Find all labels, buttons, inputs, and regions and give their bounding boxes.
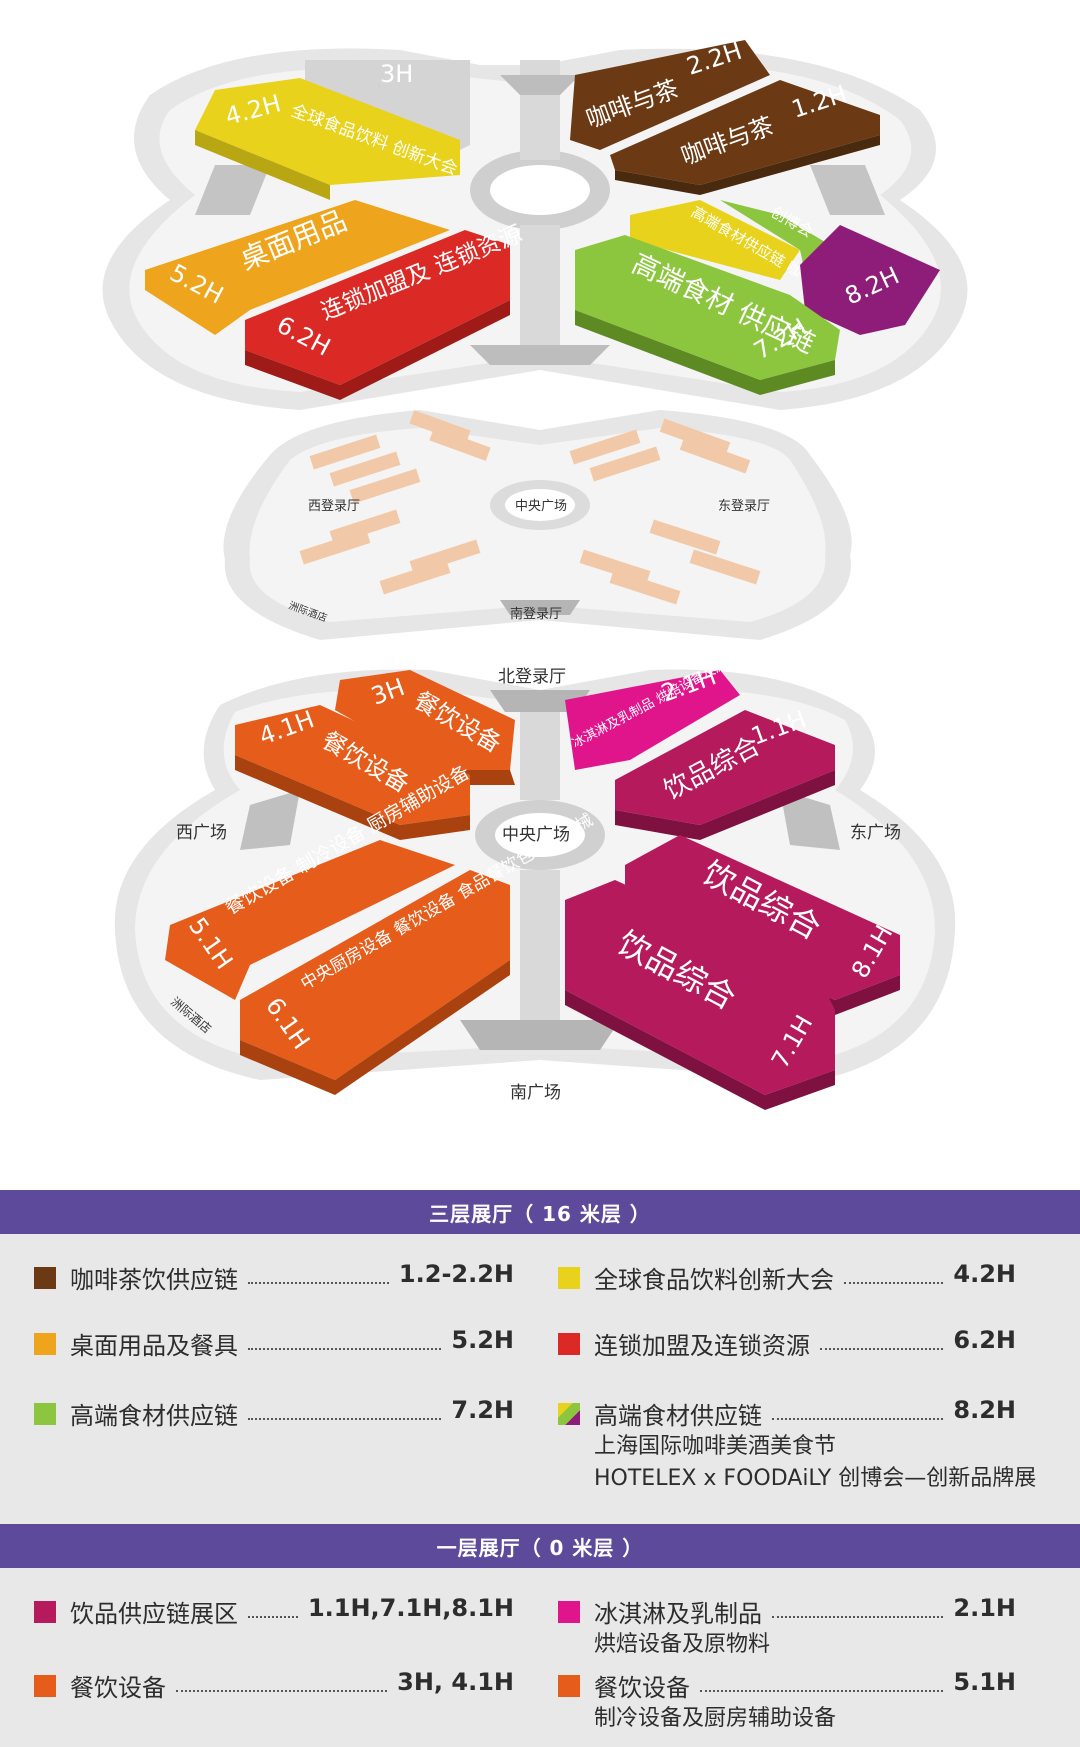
legend-item-value: 3H, 4.1H bbox=[397, 1668, 514, 1696]
east-plaza-label: 东广场 bbox=[850, 823, 901, 843]
legend-item-value: 8.2H bbox=[953, 1396, 1016, 1424]
hall-3h-upper-code: 3H bbox=[380, 60, 413, 88]
legend-upper-item-5: 高端食材供应链 8.2H 上海国际咖啡美酒美食节 HOTELEX x FOODA… bbox=[558, 1396, 1036, 1495]
legend-swatch bbox=[34, 1267, 56, 1289]
hall-1-2h bbox=[610, 80, 880, 185]
legend-leader-dots bbox=[248, 1594, 298, 1618]
legend-upper-item-4: 高端食材供应链 7.2H bbox=[34, 1396, 514, 1431]
expo-floor-map: 3H 4.2H 全球食品饮料 创新大会 2.2H 咖啡与茶 1.2H 咖啡与茶 … bbox=[102, 37, 968, 1110]
hall-7-1h bbox=[565, 880, 835, 1095]
south-login-hall-label: 南登录厅 bbox=[510, 606, 562, 622]
legend-upper-item-2: 桌面用品及餐具 5.2H bbox=[34, 1326, 514, 1361]
legend-upper-floor: 三层展厅（ 16 米层 ） 咖啡茶饮供应链 1.2-2.2H 全球食品饮料创新大… bbox=[0, 1190, 1080, 1524]
legend-upper-item-3: 连锁加盟及连锁资源 6.2H bbox=[558, 1326, 1016, 1361]
legend-item-label: 高端食材供应链 bbox=[594, 1402, 762, 1430]
hall-8-2h bbox=[800, 225, 940, 335]
hall-4-1h bbox=[235, 705, 470, 825]
legend-leader-dots bbox=[700, 1668, 944, 1692]
legend-lower-item-1: 冰淇淋及乳制品 2.1H 烘焙设备及原物料 bbox=[558, 1594, 1016, 1661]
legend-swatch-split bbox=[558, 1403, 580, 1425]
hall-4-2h bbox=[195, 78, 460, 185]
legend-swatch bbox=[34, 1601, 56, 1623]
upper-level-map: 3H 4.2H 全球食品饮料 创新大会 2.2H 咖啡与茶 1.2H 咖啡与茶 … bbox=[102, 37, 968, 410]
legend-lower-title: 一层展厅（ 0 米层 ） bbox=[0, 1524, 1080, 1568]
legend-swatch bbox=[558, 1267, 580, 1289]
legend-leader-dots bbox=[772, 1594, 944, 1618]
legend-leader-dots bbox=[844, 1260, 944, 1284]
legend-extra-line: 制冷设备及厨房辅助设备 bbox=[594, 1706, 837, 1731]
hall-2-2h bbox=[570, 40, 770, 150]
legend-item-label: 冰淇淋及乳制品 bbox=[594, 1600, 762, 1628]
legend-leader-dots bbox=[248, 1260, 389, 1284]
hall-3h-lower bbox=[335, 670, 515, 770]
legend-lower-item-0: 饮品供应链展区 1.1H,7.1H,8.1H bbox=[34, 1594, 514, 1629]
legend-item-label: 咖啡茶饮供应链 bbox=[70, 1266, 238, 1294]
hall-8-2h-band-green bbox=[720, 200, 830, 295]
legend-swatch bbox=[558, 1333, 580, 1355]
hall-8-1h bbox=[625, 835, 900, 1000]
middle-level-map: 西登录厅 中央广场 东登录厅 南登录厅 洲际酒店 bbox=[223, 410, 852, 640]
legend-extra-line: 上海国际咖啡美酒美食节 bbox=[594, 1434, 837, 1459]
legend-upper-item-0: 咖啡茶饮供应链 1.2-2.2H bbox=[34, 1260, 514, 1295]
hall-3h-upper bbox=[305, 60, 470, 150]
hall-5-2h bbox=[145, 200, 450, 335]
legend-item-value: 1.1H,7.1H,8.1H bbox=[307, 1594, 514, 1622]
legend-item-label: 餐饮设备 bbox=[70, 1674, 166, 1702]
hall-2-1h bbox=[565, 670, 740, 770]
legend-item-value: 7.2H bbox=[451, 1396, 514, 1424]
lower-level-map: 3H 餐饮设备 4.1H 餐饮设备 2.1H 冰淇淋及乳制品 烘焙设备及原物料 … bbox=[114, 644, 956, 1110]
legend-lower-floor: 一层展厅（ 0 米层 ） 饮品供应链展区 1.1H,7.1H,8.1H 冰淇淋及… bbox=[0, 1524, 1080, 1747]
legend-leader-dots bbox=[248, 1326, 442, 1350]
legend-item-value: 2.1H bbox=[953, 1594, 1016, 1622]
legend-leader-dots bbox=[772, 1396, 944, 1420]
legend-upper-title: 三层展厅（ 16 米层 ） bbox=[0, 1190, 1080, 1234]
hall-8-2h-band-yellow bbox=[630, 200, 800, 280]
central-plaza-middle-label: 中央广场 bbox=[515, 499, 567, 514]
legend-upper-item-1: 全球食品饮料创新大会 4.2H bbox=[558, 1260, 1016, 1295]
legend-item-label: 连锁加盟及连锁资源 bbox=[594, 1332, 810, 1360]
south-plaza-label: 南广场 bbox=[510, 1083, 561, 1103]
west-plaza-label: 西广场 bbox=[176, 823, 227, 843]
hall-5-1h bbox=[165, 840, 455, 1000]
legend-item-label: 餐饮设备 bbox=[594, 1674, 690, 1702]
legend-swatch bbox=[34, 1333, 56, 1355]
legend-item-label: 高端食材供应链 bbox=[70, 1402, 238, 1430]
north-login-hall-label: 北登录厅 bbox=[498, 667, 566, 687]
legend-lower-item-2: 餐饮设备 3H, 4.1H bbox=[34, 1668, 514, 1703]
legend-extra-line: HOTELEX x FOODAiLY 创博会—创新品牌展 bbox=[594, 1466, 1037, 1491]
legend-leader-dots bbox=[820, 1326, 944, 1350]
legend-item-value: 6.2H bbox=[953, 1326, 1016, 1354]
legend-leader-dots bbox=[176, 1668, 388, 1692]
hall-7-2h bbox=[575, 235, 840, 380]
central-plaza-lower-label: 中央广场 bbox=[502, 825, 570, 845]
legend-item-label: 全球食品饮料创新大会 bbox=[594, 1266, 834, 1294]
legend-swatch bbox=[558, 1601, 580, 1623]
legend-leader-dots bbox=[248, 1396, 442, 1420]
legend-lower-item-3: 餐饮设备 5.1H 制冷设备及厨房辅助设备 bbox=[558, 1668, 1016, 1735]
hall-6-2h bbox=[245, 230, 510, 385]
east-login-hall-upper-label: 东登录厅 bbox=[718, 499, 770, 514]
west-login-hall-upper-label: 西登录厅 bbox=[308, 499, 360, 514]
legend-item-value: 4.2H bbox=[953, 1260, 1016, 1288]
legend-swatch bbox=[558, 1675, 580, 1697]
legend-swatch bbox=[34, 1403, 56, 1425]
legend-item-value: 5.2H bbox=[451, 1326, 514, 1354]
legend-item-label: 桌面用品及餐具 bbox=[70, 1332, 238, 1360]
hall-1-1h bbox=[615, 710, 835, 825]
legend-item-value: 1.2-2.2H bbox=[398, 1260, 514, 1288]
legend-swatch bbox=[34, 1675, 56, 1697]
legend-extra-line: 烘焙设备及原物料 bbox=[594, 1632, 771, 1657]
legend-item-value: 5.1H bbox=[953, 1668, 1016, 1696]
hall-6-1h bbox=[240, 870, 510, 1080]
legend-item-label: 饮品供应链展区 bbox=[70, 1600, 238, 1628]
